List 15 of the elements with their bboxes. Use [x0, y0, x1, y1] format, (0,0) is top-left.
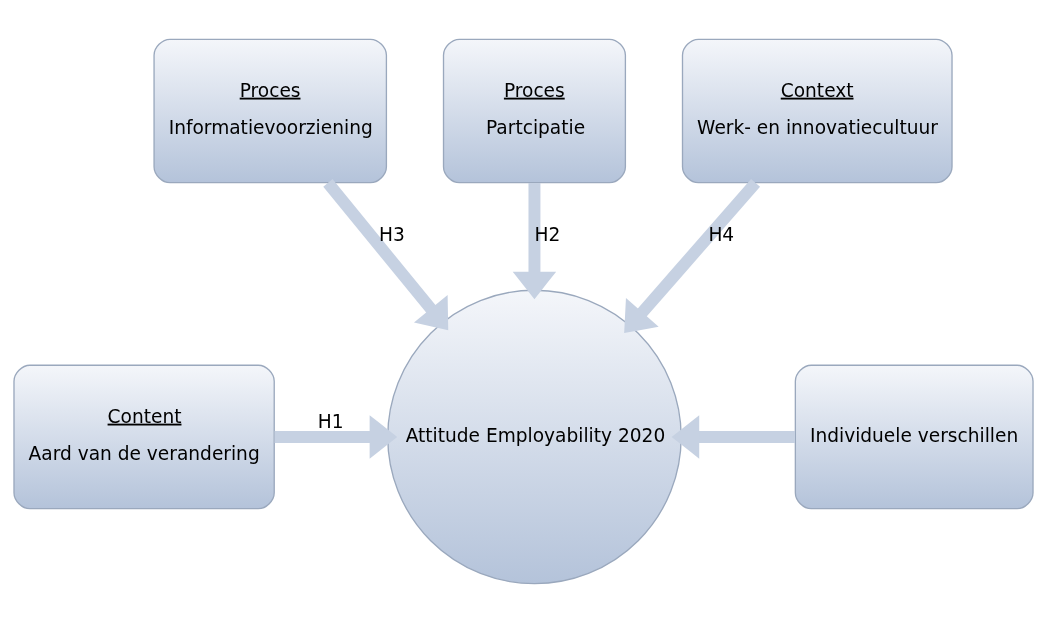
node-box: Proces Informatievoorziening — [153, 38, 388, 183]
edge-label: H2 — [534, 223, 561, 245]
node-box: Proces Partcipatie — [442, 38, 627, 183]
arrow — [323, 178, 449, 330]
arrow — [671, 414, 795, 459]
arrow — [512, 182, 557, 299]
edge-label: H3 — [379, 223, 405, 245]
arrow — [624, 178, 761, 333]
node-circle: Attitude Employability 2020 — [387, 289, 682, 584]
node-box: Context Werk- en innovatiecultuur — [681, 38, 953, 183]
edge-label: H4 — [708, 223, 735, 245]
node-box: Content Aard van de verandering — [13, 364, 275, 509]
arrow — [274, 414, 398, 459]
edge-label: H1 — [317, 410, 344, 432]
node-box: Individuele verschillen — [794, 364, 1034, 509]
